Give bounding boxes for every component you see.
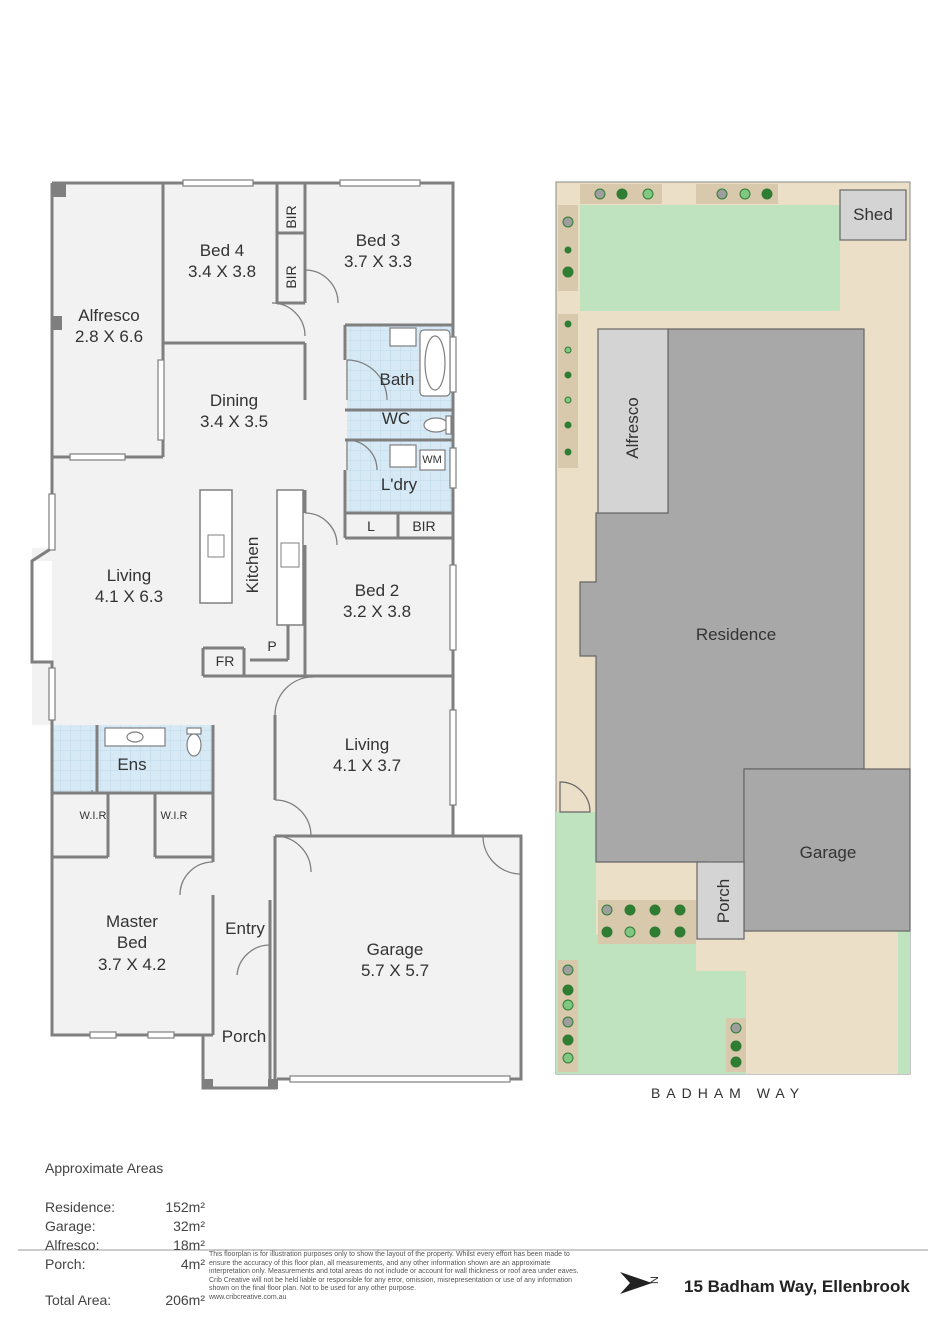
- room-name: Living: [107, 566, 151, 585]
- area-row: Garage: 32m²: [45, 1217, 205, 1236]
- room-name: Alfresco: [78, 306, 139, 325]
- room-name: Dining: [210, 391, 258, 410]
- room-dims: 4.1 X 3.7: [333, 756, 401, 775]
- room-dims: 2.8 X 6.6: [75, 327, 143, 346]
- room-name: Bed 4: [200, 241, 244, 260]
- room-dims: 3.7 X 3.3: [344, 252, 412, 271]
- residence-label: Residence: [696, 625, 776, 644]
- total-area-row: Total Area: 206m²: [45, 1291, 205, 1310]
- wc-label: WC: [382, 409, 410, 428]
- interior-walls: [52, 183, 453, 1079]
- area-row: Residence: 152m²: [45, 1198, 205, 1217]
- area-label: Garage:: [45, 1218, 96, 1234]
- laundry-tub: [389, 444, 417, 468]
- wm-label: WM: [422, 454, 442, 466]
- bir-label: BIR: [412, 518, 435, 534]
- vanity-basin: [389, 327, 417, 347]
- garage-label: Garage: [800, 843, 857, 862]
- area-value: 152m²: [165, 1199, 205, 1215]
- room-dims: 5.7 X 5.7: [361, 961, 429, 980]
- room-dims: 3.2 X 3.8: [343, 602, 411, 621]
- room-dims: 4.1 X 6.3: [95, 587, 163, 606]
- cooktop: [280, 542, 300, 568]
- area-label: Alfresco:: [45, 1237, 100, 1253]
- room-name-line2: Bed: [117, 933, 147, 952]
- porch-path: [696, 935, 746, 971]
- fixtures: [91, 327, 452, 794]
- post: [203, 1079, 213, 1089]
- area-value: 18m²: [173, 1237, 205, 1253]
- washing-machine-box: [419, 449, 446, 471]
- bir-label: BIR: [283, 265, 299, 288]
- porch-label: Porch: [714, 879, 733, 923]
- kitchen-label: Kitchen: [243, 537, 262, 594]
- room-name: Master: [106, 912, 158, 931]
- disclaimer-text: This floorplan is for illustration purpo…: [209, 1251, 579, 1293]
- compass-letter: N: [649, 1276, 661, 1284]
- area-value: 32m²: [173, 1218, 205, 1234]
- front-lawn-right: [898, 930, 910, 1074]
- approximate-areas: Approximate Areas Residence: 152m² Garag…: [45, 1160, 205, 1310]
- room-dims: 3.7 X 4.2: [98, 955, 166, 974]
- shed: [839, 189, 907, 241]
- laundry-label: L'dry: [381, 475, 418, 494]
- door-swings: [179, 269, 522, 976]
- site-plan: Shed Alfresco Residence Garage Porch BAD…: [555, 181, 911, 1101]
- wir-label: W.I.R: [161, 810, 188, 822]
- post: [52, 183, 66, 197]
- porch-label: Porch: [222, 1027, 266, 1046]
- room-name: Garage: [367, 940, 424, 959]
- area-label: Residence:: [45, 1199, 116, 1215]
- north-arrow-icon: N: [620, 1272, 661, 1294]
- entry-label: Entry: [225, 919, 265, 938]
- total-area-value: 206m²: [165, 1292, 205, 1308]
- room-name: Bed 2: [355, 581, 399, 600]
- windows: [48, 179, 511, 1083]
- porch-block: [696, 861, 745, 940]
- bir-label: BIR: [283, 205, 299, 228]
- area-label: Porch:: [45, 1256, 86, 1272]
- post: [52, 316, 62, 330]
- room-dims: 3.4 X 3.8: [188, 262, 256, 281]
- room-name: Living: [345, 735, 389, 754]
- room-labels: Alfresco 2.8 X 6.6 Bed 4 3.4 X 3.8 Bed 3…: [75, 205, 442, 1046]
- shed-label: Shed: [853, 205, 893, 224]
- street-name: BADHAM WAY: [651, 1085, 805, 1101]
- fridge-label: FR: [216, 653, 235, 669]
- area-value: 4m²: [180, 1256, 205, 1272]
- ensuite-label: Ens: [117, 755, 146, 774]
- linen-label: L: [367, 518, 375, 534]
- post: [268, 1079, 278, 1089]
- rear-lawn: [580, 205, 840, 311]
- bath-label: Bath: [380, 370, 415, 389]
- alfresco-block: [597, 328, 669, 514]
- pantry-label: P: [267, 638, 276, 654]
- floor-plan: Alfresco 2.8 X 6.6 Bed 4 3.4 X 3.8 Bed 3…: [30, 179, 523, 1090]
- total-area-label: Total Area:: [45, 1292, 112, 1308]
- disclaimer: This floorplan is for illustration purpo…: [209, 1251, 589, 1303]
- area-row: Porch: 4m²: [45, 1255, 205, 1274]
- areas-title: Approximate Areas: [45, 1160, 164, 1176]
- room-dims: 3.4 X 3.5: [200, 412, 268, 431]
- room-name: Bed 3: [356, 231, 400, 250]
- wir-label: W.I.R: [80, 810, 107, 822]
- property-address: 15 Badham Way, Ellenbrook: [684, 1277, 910, 1296]
- shrubs: [562, 188, 773, 1068]
- website-link[interactable]: www.cribcreative.com.au: [209, 1293, 287, 1301]
- driveway: [746, 935, 898, 1074]
- alfresco-label: Alfresco: [623, 397, 642, 458]
- area-row: Alfresco: 18m²: [45, 1236, 205, 1255]
- garage-block: [743, 768, 911, 932]
- kitchen-sink: [207, 534, 225, 558]
- side-gate: [559, 781, 591, 813]
